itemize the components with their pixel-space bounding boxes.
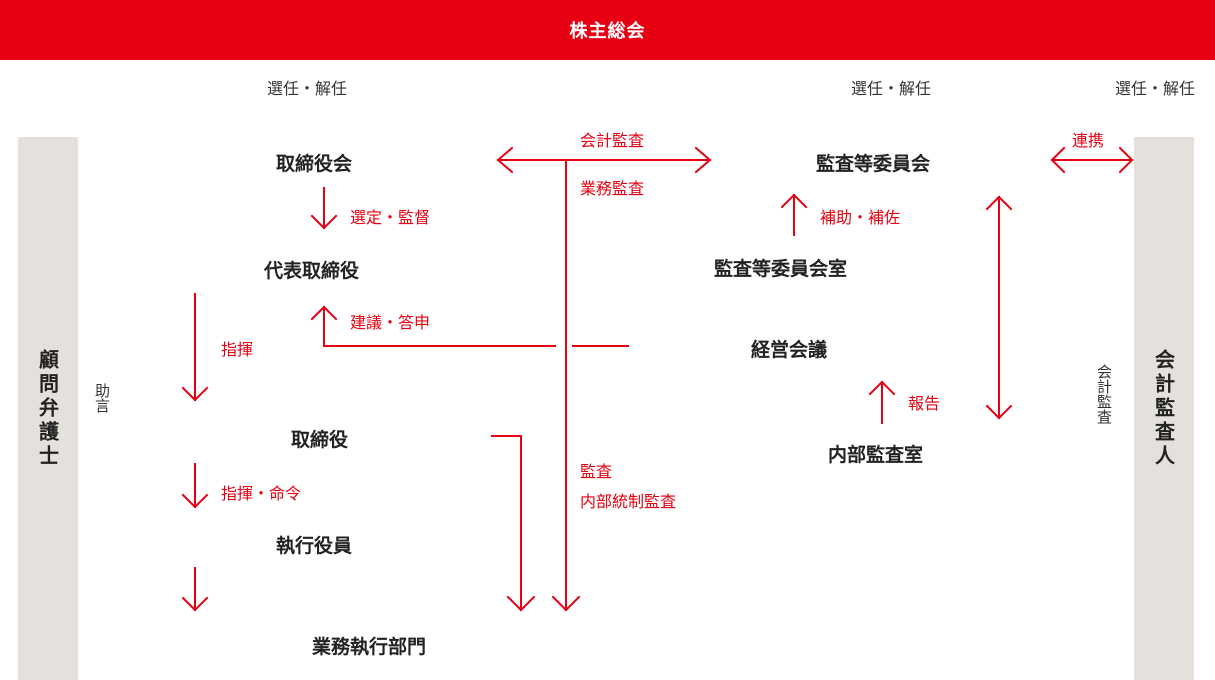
accounting-audit-side-label: 会計監査 xyxy=(1095,364,1113,424)
command-order-label: 指揮・命令 xyxy=(221,484,302,503)
internal-control-audit-label: 内部統制監査 xyxy=(580,492,677,511)
arrowhead-down-internal-audit xyxy=(985,404,1013,420)
command-label: 指揮 xyxy=(221,340,254,359)
election-label-auditor: 選任・解任 xyxy=(1115,79,1196,98)
arrowhead-down-command-order xyxy=(181,493,209,509)
advice-label: 助言 xyxy=(93,383,111,413)
accounting-audit-label: 会計監査 xyxy=(580,131,645,150)
directors-node: 取締役 xyxy=(291,429,349,451)
report-label: 報告 xyxy=(908,394,941,413)
shareholders-meeting-header: 株主総会 xyxy=(0,0,1215,60)
legal-advisor-box: 顧問弁護士 xyxy=(18,137,78,680)
arrowhead-down-appoint xyxy=(310,214,338,230)
management-meeting-node: 経営会議 xyxy=(751,339,828,361)
arrowhead-up-committee xyxy=(985,195,1013,211)
arrowhead-left-coordination xyxy=(1050,146,1066,174)
appoint-supervise-label: 選定・監督 xyxy=(350,208,431,227)
audit-committee-node: 監査等委員会 xyxy=(816,153,931,175)
arrowhead-up-report xyxy=(868,380,896,396)
audit-label: 監査 xyxy=(580,462,613,481)
legal-advisor-label: 顧問弁護士 xyxy=(35,348,60,469)
arrowhead-right-coordination xyxy=(1118,146,1134,174)
election-label-audit-committee: 選任・解任 xyxy=(851,79,932,98)
board-of-directors-node: 取締役会 xyxy=(276,153,353,175)
arrowhead-up-assist xyxy=(780,193,808,209)
audit-committee-office-node: 監査等委員会室 xyxy=(714,258,848,280)
internal-audit-office-node: 内部監査室 xyxy=(828,444,924,466)
accounting-auditor-label: 会計監査人 xyxy=(1151,348,1176,469)
business-divisions-node: 業務執行部門 xyxy=(312,636,427,658)
arrowhead-down-bracket xyxy=(506,595,536,612)
assist-label: 補助・補佐 xyxy=(820,208,901,227)
arrowhead-up-proposal xyxy=(310,305,338,321)
arrowhead-down-center xyxy=(551,595,581,612)
executive-officers-node: 執行役員 xyxy=(276,535,353,557)
election-label-board: 選任・解任 xyxy=(267,79,348,98)
accounting-auditor-box: 会計監査人 xyxy=(1134,137,1194,680)
arrowhead-right-committee xyxy=(694,146,712,174)
shareholders-meeting-title: 株主総会 xyxy=(569,21,646,42)
proposal-line xyxy=(323,306,556,347)
directors-bracket-line xyxy=(491,435,522,611)
arrowhead-down-executive xyxy=(181,596,209,612)
arrowhead-left-board xyxy=(496,146,514,174)
business-audit-label: 業務監査 xyxy=(580,179,645,198)
proposal-report-label: 建議・答申 xyxy=(350,313,431,332)
arrowhead-down-command xyxy=(181,386,209,402)
representative-director-node: 代表取締役 xyxy=(264,260,360,282)
coordination-label: 連携 xyxy=(1072,131,1105,150)
